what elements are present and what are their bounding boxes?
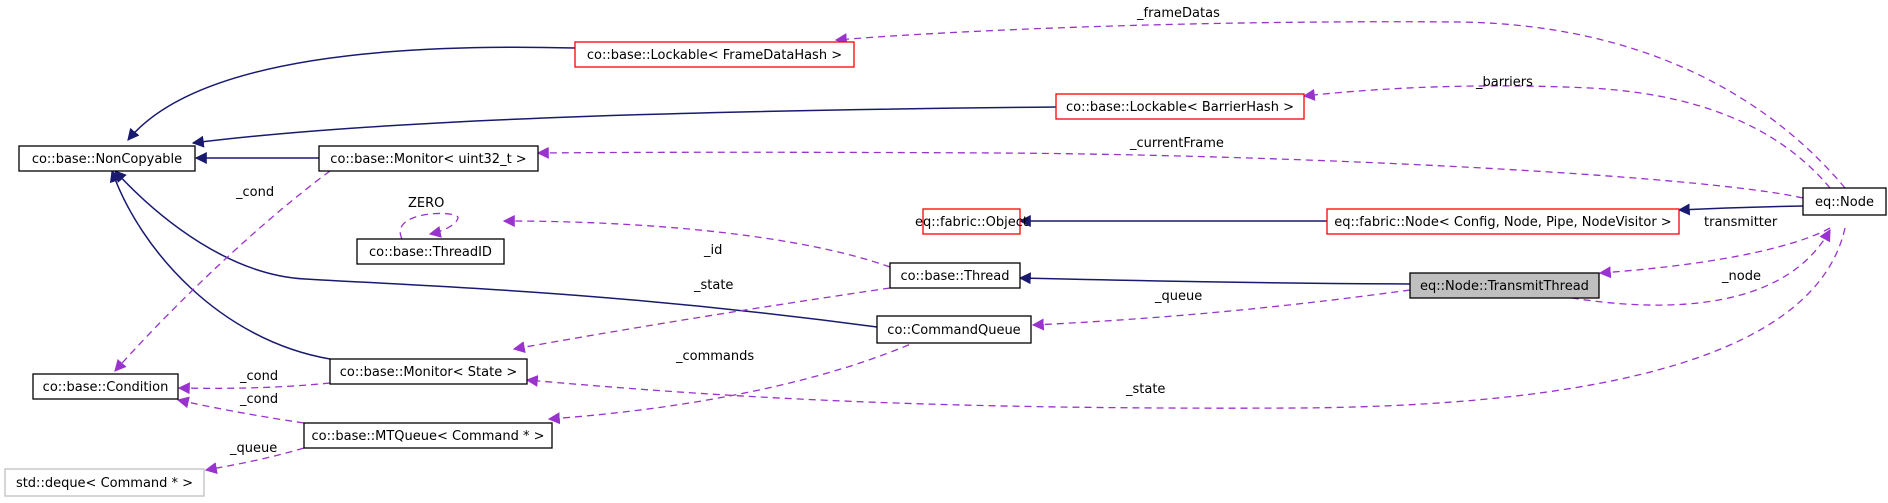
- node-label-noncopyable: co::base::NonCopyable: [32, 152, 182, 167]
- edge-label-zero: ZERO: [408, 196, 444, 211]
- edge-label-queue-cq: _queue: [1154, 289, 1202, 304]
- edge-label-frame-datas: _frameDatas: [1136, 6, 1220, 21]
- edge-barriers: [1302, 85, 1831, 189]
- node-label-eq-node: eq::Node: [1815, 195, 1874, 210]
- node-thread[interactable]: co::base::Thread: [889, 262, 1021, 289]
- edge-eq-node-to-fabric-node: [1677, 203, 1804, 216]
- node-label-fabric-node: eq::fabric::Node< Config, Node, Pipe, No…: [1334, 215, 1671, 230]
- edge-transmit-thread-to-thread: [1018, 272, 1411, 285]
- node-eq-node[interactable]: eq::Node: [1802, 187, 1887, 216]
- edge-label-state-thread: _state: [693, 278, 733, 293]
- node-label-condition: co::base::Condition: [43, 380, 169, 395]
- node-label-lockable-barrier: co::base::Lockable< BarrierHash >: [1066, 100, 1294, 115]
- node-monitor-uint32[interactable]: co::base::Monitor< uint32_t >: [318, 145, 539, 172]
- node-lockable-framedata[interactable]: co::base::Lockable< FrameDataHash >: [574, 41, 855, 68]
- edge-cond-mtqueue: [176, 396, 305, 424]
- node-label-mtqueue: co::base::MTQueue< Command * >: [312, 429, 545, 444]
- edge-command-queue-to-noncopyable: [114, 170, 878, 328]
- edge-zero-self: [399, 212, 459, 240]
- node-lockable-barrier[interactable]: co::base::Lockable< BarrierHash >: [1055, 93, 1305, 120]
- edge-label-cond-mtqueue: _cond: [239, 392, 278, 407]
- edge-label-barriers: _barriers: [1475, 75, 1533, 90]
- edge-label-state-node: _state: [1125, 382, 1165, 397]
- edge-lockable-framedata-to-noncopyable: [127, 46, 576, 141]
- edge-cond-monitor-uint32: [114, 170, 331, 372]
- edge-cond-monitor-state: [177, 382, 331, 395]
- edge-node: [1559, 228, 1831, 306]
- edge-queue-cq: [1031, 289, 1411, 331]
- node-mtqueue[interactable]: co::base::MTQueue< Command * >: [303, 422, 553, 449]
- node-label-command-queue: co::CommandQueue: [887, 323, 1020, 338]
- edge-label-queue-deque: _queue: [229, 441, 277, 456]
- edge-frame-datas: [834, 21, 1846, 189]
- edge-id: [502, 215, 891, 268]
- edge-labels: _frameDatas _barriers _currentFrame _con…: [229, 6, 1778, 456]
- node-fabric-node[interactable]: eq::fabric::Node< Config, Node, Pipe, No…: [1326, 208, 1680, 235]
- nodes: co::base::Lockable< FrameDataHash > co::…: [4, 41, 1887, 497]
- edge-label-cond-monitor-state: _cond: [239, 369, 278, 384]
- node-label-fabric-object: eq::fabric::Object: [915, 215, 1028, 230]
- node-transmit-thread[interactable]: eq::Node::TransmitThread: [1409, 272, 1600, 299]
- edge-current-frame: [536, 146, 1804, 199]
- node-label-transmit-thread: eq::Node::TransmitThread: [1420, 279, 1589, 294]
- edge-lockable-barrier-to-noncopyable: [191, 106, 1057, 148]
- node-deque[interactable]: std::deque< Command * >: [4, 468, 205, 497]
- edge-transmitter: [1598, 227, 1831, 279]
- node-label-monitor-uint32: co::base::Monitor< uint32_t >: [330, 152, 526, 167]
- edge-label-commands: _commands: [675, 349, 754, 364]
- node-condition[interactable]: co::base::Condition: [32, 373, 179, 400]
- node-label-monitor-state: co::base::Monitor< State >: [340, 365, 518, 380]
- node-label-threadid: co::base::ThreadID: [369, 245, 492, 260]
- edge-queue-deque: [204, 447, 305, 475]
- usage-edges: [114, 21, 1846, 475]
- edge-monitor-state-to-noncopyable: [109, 169, 331, 360]
- node-threadid[interactable]: co::base::ThreadID: [356, 238, 505, 265]
- edge-label-cond-monitor-uint32: _cond: [235, 185, 274, 200]
- node-noncopyable[interactable]: co::base::NonCopyable: [18, 145, 196, 172]
- node-monitor-state[interactable]: co::base::Monitor< State >: [329, 358, 528, 385]
- edge-label-id: _id: [703, 243, 722, 258]
- node-command-queue[interactable]: co::CommandQueue: [876, 315, 1032, 344]
- node-label-thread: co::base::Thread: [900, 269, 1009, 284]
- node-label-lockable-framedata: co::base::Lockable< FrameDataHash >: [587, 48, 842, 63]
- node-label-deque: std::deque< Command * >: [16, 476, 193, 491]
- edge-label-node: _node: [1721, 269, 1761, 284]
- edge-commands: [547, 339, 921, 425]
- edge-label-transmitter: transmitter: [1704, 215, 1778, 230]
- edge-state-node: [525, 227, 1846, 409]
- edge-label-current-frame: _currentFrame: [1129, 136, 1224, 151]
- edge-state-thread: [512, 287, 891, 354]
- inheritance-edges: [109, 46, 1804, 360]
- node-fabric-object[interactable]: eq::fabric::Object: [915, 208, 1028, 235]
